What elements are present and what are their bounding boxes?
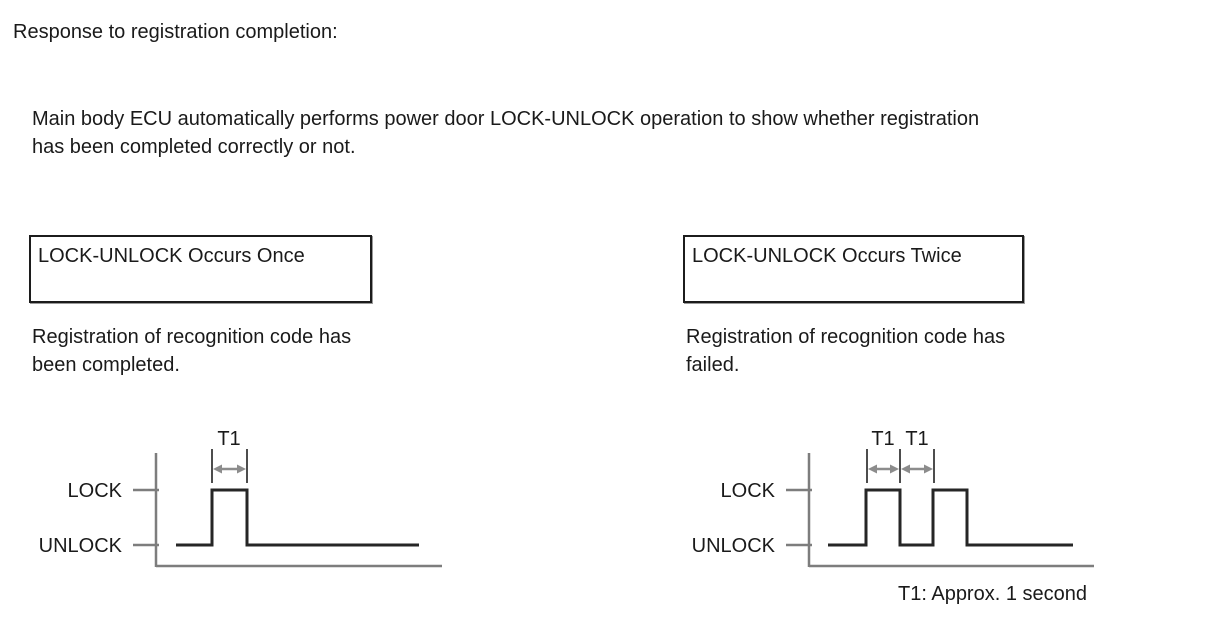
t1-dimension-arrow [213,464,246,474]
signal-axis [786,453,1094,568]
t1-note: T1: Approx. 1 second [898,583,1088,605]
waveform-trace [828,488,1073,547]
intro-paragraph: Main body ECU automatically performs pow… [32,105,979,161]
t1-extension-lines [211,449,248,483]
result-box-twice: LOCK-UNLOCK Occurs Twice [683,235,1024,303]
lock-label: LOCK [68,480,123,502]
intro-line: has been completed correctly or not. [32,136,356,158]
t1-extension-lines [866,449,935,483]
caption-twice: Registration of recognition code has fai… [686,323,1005,379]
t1-dimension-arrow [868,464,899,474]
caption-line: Registration of recognition code has [32,326,352,348]
lock-label: LOCK [721,480,776,502]
caption-line: failed. [686,354,740,376]
caption-line: been completed. [32,354,180,376]
intro-line: Main body ECU automatically performs pow… [32,108,980,130]
result-box-once-label: LOCK-UNLOCK Occurs Once [38,245,305,267]
t1-label: T1 [905,428,928,450]
timing-diagram-once: LOCK UNLOCK T1 [39,428,442,568]
caption-once: Registration of recognition code has bee… [32,323,351,379]
unlock-label: UNLOCK [39,535,123,557]
signal-axis [133,453,442,568]
t1-label: T1 [217,428,240,450]
t1-dimension-arrow [901,464,933,474]
page-title: Response to registration completion: [13,21,338,43]
result-box-twice-label: LOCK-UNLOCK Occurs Twice [692,245,962,267]
unlock-label: UNLOCK [692,535,776,557]
t1-label: T1 [871,428,894,450]
caption-line: Registration of recognition code has [686,326,1006,348]
waveform-trace [176,488,419,547]
result-box-once: LOCK-UNLOCK Occurs Once [29,235,372,303]
timing-diagram-twice: LOCK UNLOCK T1 T1 [692,428,1094,568]
